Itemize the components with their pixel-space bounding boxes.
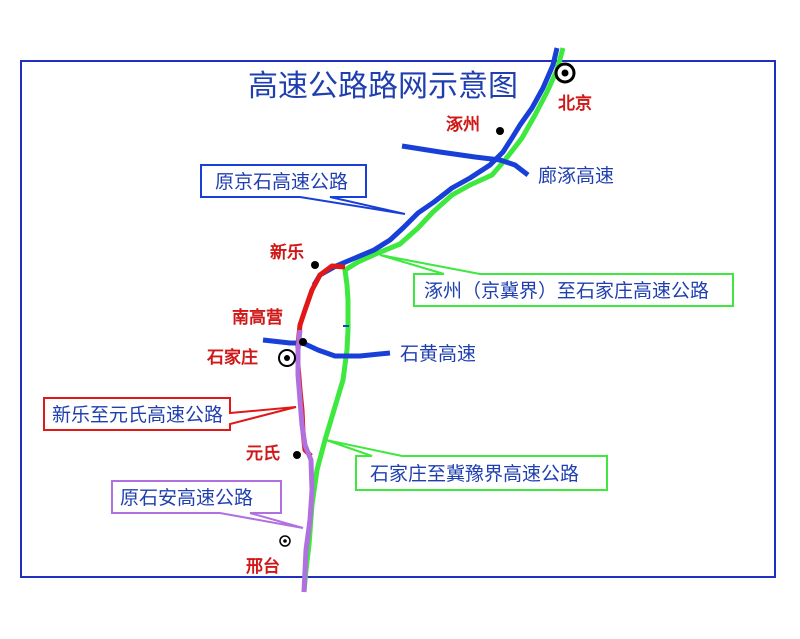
callout-sjz-jiyu: 石家庄至冀豫界高速公路 — [325, 439, 608, 491]
green-expressway — [301, 47, 566, 593]
blue-expressway-shihuang — [262, 337, 391, 359]
city-zhuozhou: 涿州 — [446, 114, 480, 135]
blue-expressway-jingshi — [311, 47, 560, 287]
callout-sjz-jiyu-text: 石家庄至冀豫界高速公路 — [370, 463, 579, 485]
beijing-marker-icon — [554, 62, 576, 84]
city-xingtai: 邢台 — [246, 556, 280, 577]
city-nangaoying: 南高营 — [232, 307, 283, 328]
callout-jingshi: 原京石高速公路 — [200, 164, 406, 215]
blue-expressway-langzhuo — [401, 143, 530, 177]
city-xinle: 新乐 — [270, 242, 304, 263]
xingtai-marker-icon — [279, 535, 291, 547]
yuanshi-dot-icon — [293, 451, 301, 459]
zhuozhou-dot-icon — [496, 127, 504, 135]
callout-zhuozhou-sjz: 涿州（京冀界）至石家庄高速公路 — [379, 254, 734, 307]
city-shijiazhuang: 石家庄 — [206, 347, 258, 368]
xinle-dot-icon — [311, 261, 319, 269]
callout-zhuozhou-sjz-text: 涿州（京冀界）至石家庄高速公路 — [424, 280, 709, 302]
city-yuanshi: 元氏 — [246, 444, 280, 464]
road-label-langzhuo: 廊涿高速 — [538, 165, 614, 187]
callout-xinle-yuanshi-text: 新乐至元氏高速公路 — [52, 404, 223, 426]
callout-shian: 原石安高速公路 — [111, 480, 304, 529]
city-beijing: 北京 — [558, 93, 592, 114]
callout-shian-text: 原石安高速公路 — [120, 487, 253, 509]
callout-jingshi-text: 原京石高速公路 — [215, 171, 348, 193]
shijiazhuang-marker-icon — [278, 349, 296, 367]
map-title: 高速公路路网示意图 — [248, 69, 518, 104]
map-frame — [20, 60, 776, 578]
road-label-shihuang: 石黄高速 — [400, 343, 476, 365]
callout-xinle-yuanshi: 新乐至元氏高速公路 — [43, 397, 297, 431]
purple-expressway-shian — [295, 329, 315, 593]
red-expressway-xinle-yuanshi — [295, 263, 346, 458]
nangaoying-dot-icon — [299, 338, 307, 346]
